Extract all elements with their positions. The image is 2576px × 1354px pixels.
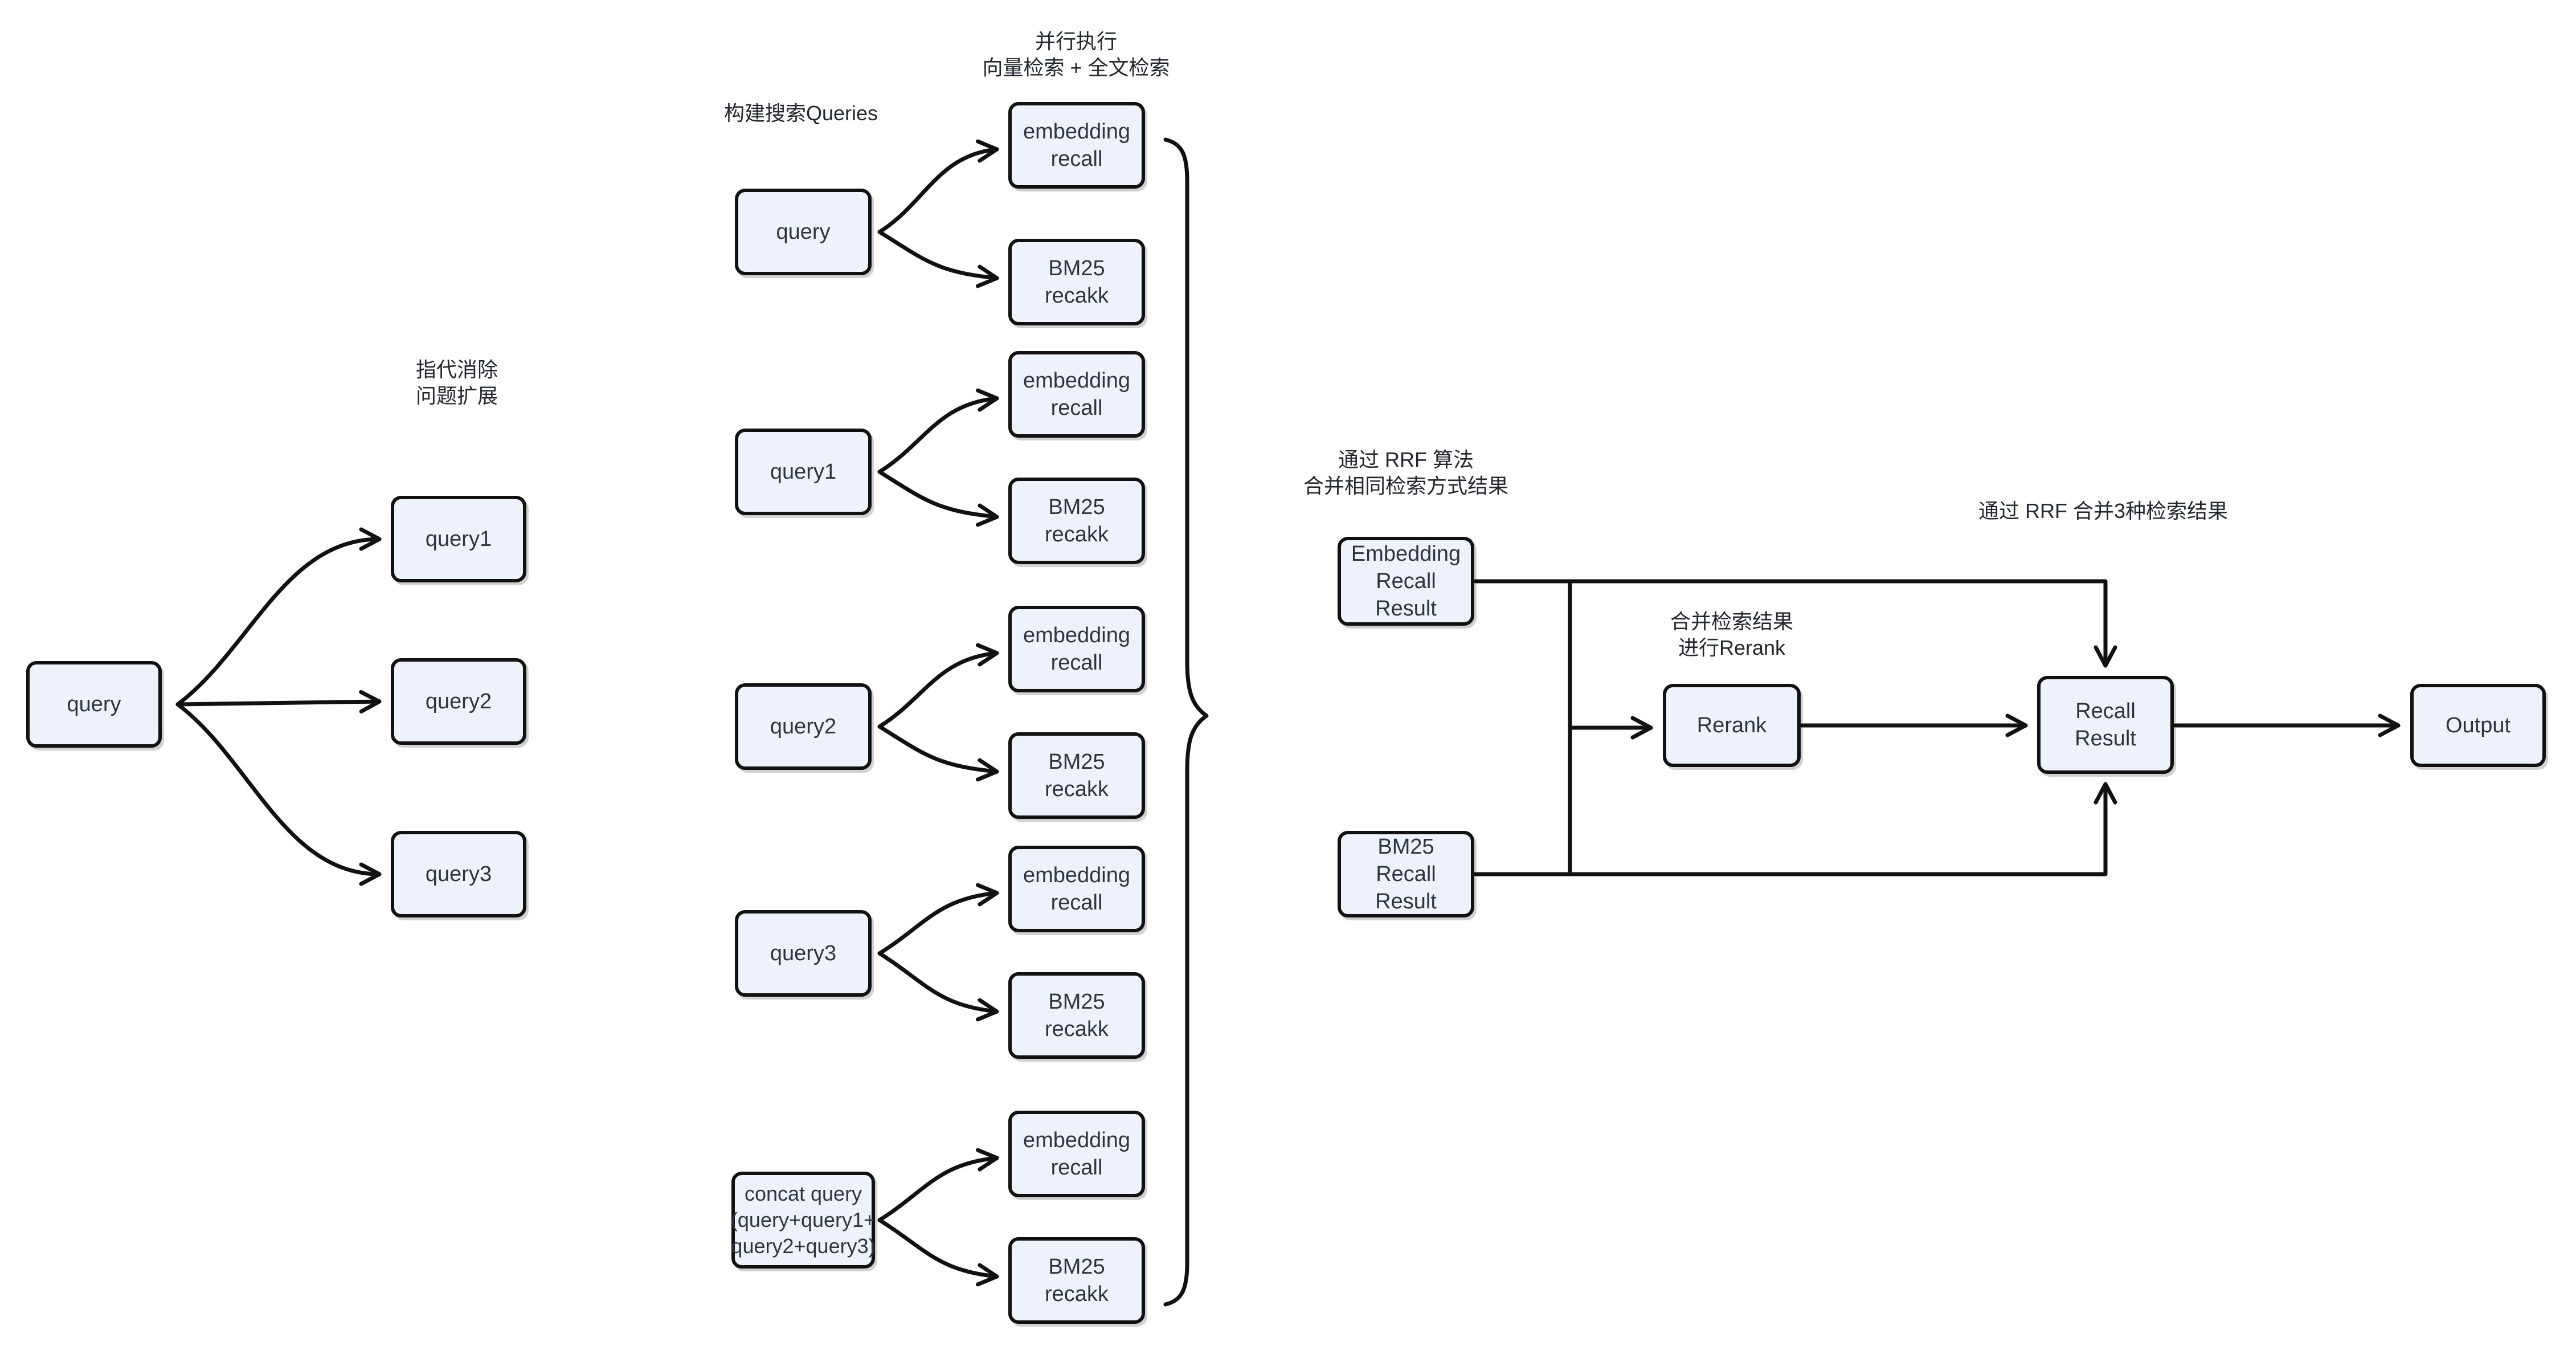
edge-root-to-query1 — [175, 527, 382, 707]
edge-midquery-bm25-1 — [877, 230, 999, 288]
node-bm25-recall-result: BM25 Recall Result — [1338, 831, 1474, 917]
node-recall-result: Recall Result — [2037, 676, 2174, 774]
edge-midquery-embed-4 — [877, 883, 999, 956]
node-mid-query1: query1 — [735, 429, 872, 515]
node-query3: query3 — [391, 831, 526, 917]
node-output: Output — [2410, 684, 2546, 767]
edge-midquery-embed-2 — [877, 388, 999, 474]
annotation-rrf-merge-same: 通过 RRF 算法 合并相同检索方式结果 — [1303, 448, 1508, 497]
node-root-query: query — [26, 661, 162, 748]
node-mid-query2: query2 — [735, 683, 872, 770]
node-query1: query1 — [391, 496, 526, 582]
brace-gather-results — [1163, 137, 1209, 1307]
edge-concat-bm25-5 — [877, 1218, 999, 1287]
annotation-rrf-merge-three: 通过 RRF 合并3种检索结果 — [1978, 499, 2228, 523]
node-embedding-recall-result: Embedding Recall Result — [1338, 537, 1474, 626]
edge-embed-result-to-recall-result — [1473, 579, 2117, 668]
node-rerank: Rerank — [1663, 684, 1801, 767]
edge-midquery-bm25-3 — [877, 724, 999, 782]
annotation-merge-rerank: 合并检索结果 进行Rerank — [1670, 610, 1793, 659]
annotation-parallel-exec: 并行执行 向量检索 + 全文检索 — [982, 30, 1170, 79]
edge-bm25-result-to-recall-result — [1473, 782, 2117, 876]
annotation-build-queries: 构建搜索Queries — [723, 101, 878, 125]
annotation-coref-expand: 指代消除 问题扩展 — [415, 358, 498, 407]
node-mid-query3: query3 — [735, 910, 872, 997]
edge-midquery-embed-1 — [877, 139, 999, 234]
edge-midquery-embed-3 — [877, 643, 999, 729]
node-query2: query2 — [391, 658, 526, 745]
edge-midquery-bm25-2 — [877, 470, 999, 527]
edge-midquery-bm25-4 — [877, 951, 999, 1022]
node-concat-query: concat query (query+query1+ query2+query… — [731, 1172, 876, 1269]
edge-root-to-query3 — [175, 702, 382, 886]
edge-concat-embed-5 — [877, 1148, 999, 1222]
edge-root-to-query2 — [175, 690, 382, 713]
node-mid-query: query — [735, 189, 872, 275]
